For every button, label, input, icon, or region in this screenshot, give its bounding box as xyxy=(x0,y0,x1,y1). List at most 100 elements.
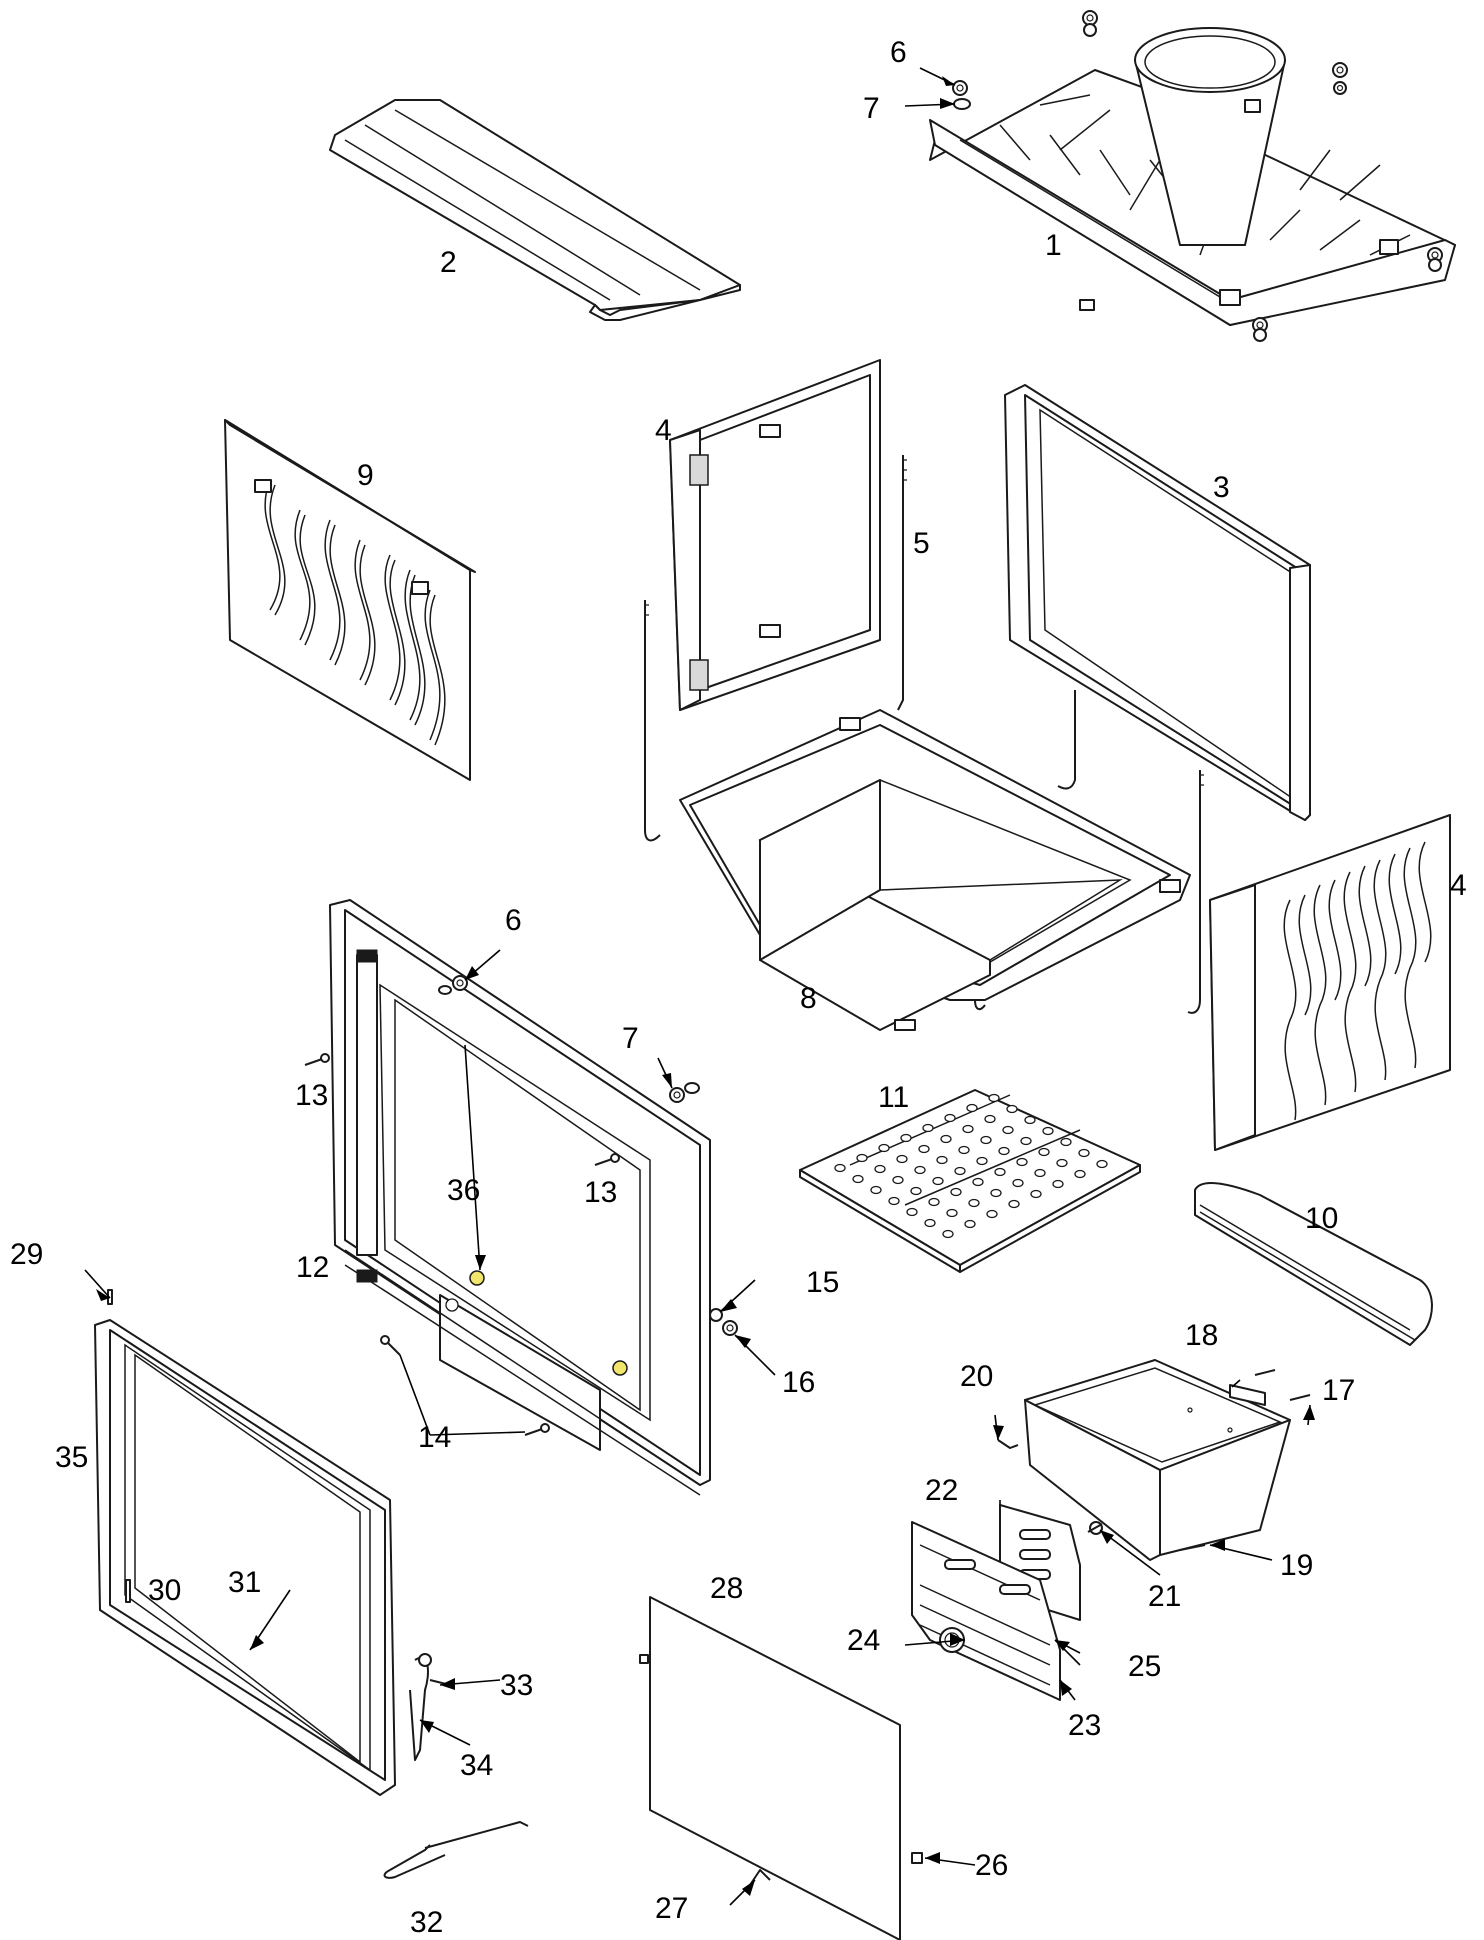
part-firebox-base xyxy=(679,709,1191,1031)
grate-hole xyxy=(946,1208,958,1218)
grate-hole xyxy=(998,1146,1010,1156)
callout-29: 29 xyxy=(10,1238,43,1271)
callout-4-right-panel: 4 xyxy=(1450,869,1467,902)
grate-hole xyxy=(1012,1178,1024,1188)
grate-hole xyxy=(852,1174,864,1184)
callout-15: 15 xyxy=(806,1266,839,1299)
screw-13-right xyxy=(594,1153,620,1166)
callout-23: 23 xyxy=(1068,1709,1101,1742)
grate-hole xyxy=(1016,1157,1028,1167)
grate-hole xyxy=(932,1176,944,1186)
callout-9: 9 xyxy=(357,459,374,492)
grate-hole xyxy=(874,1164,886,1174)
clip-27 xyxy=(749,1869,771,1886)
grate-hole xyxy=(1078,1148,1090,1158)
grate-hole xyxy=(1030,1189,1042,1199)
grate-hole xyxy=(834,1163,846,1173)
grate-hole xyxy=(972,1177,984,1187)
grate-hole xyxy=(950,1187,962,1197)
rivet-17 xyxy=(1254,1369,1311,1401)
grate-hole xyxy=(900,1133,912,1143)
grate-hole xyxy=(984,1114,996,1124)
part-side-window-frame xyxy=(1004,384,1311,821)
callout-labels: 1 2 3 4 4 5 6 6 7 7 8 9 10 11 12 13 13 1… xyxy=(10,36,1467,1939)
callout-28: 28 xyxy=(710,1572,743,1605)
hinge-33 xyxy=(409,1653,432,1761)
callout-13-left: 13 xyxy=(295,1079,328,1112)
clip-26 xyxy=(911,1852,923,1864)
callout-35: 35 xyxy=(55,1441,88,1474)
grate-hole xyxy=(1038,1147,1050,1157)
leader-arrowheads xyxy=(96,76,1315,1896)
grate-hole xyxy=(1002,1125,1014,1135)
handle-32 xyxy=(383,1821,529,1879)
grate-hole xyxy=(888,1196,900,1206)
part-front-frame xyxy=(329,899,711,1496)
part-door xyxy=(94,1319,396,1796)
callout-2: 2 xyxy=(440,246,457,279)
grate-hole xyxy=(856,1153,868,1163)
rivet-20 xyxy=(997,1439,1019,1449)
grate-hole xyxy=(980,1135,992,1145)
pin-19-rivet xyxy=(1179,1544,1206,1551)
callout-21: 21 xyxy=(1148,1580,1181,1613)
grate-hole xyxy=(878,1143,890,1153)
callout-8: 8 xyxy=(800,982,817,1015)
grate-hole xyxy=(1052,1179,1064,1189)
callout-26: 26 xyxy=(975,1849,1008,1882)
bolt-21 xyxy=(1087,1521,1103,1535)
part-side-panel-right-wavy xyxy=(1209,814,1451,1151)
grate-hole xyxy=(962,1124,974,1134)
callout-5: 5 xyxy=(913,527,930,560)
screw-14-b xyxy=(524,1423,550,1436)
callout-12: 12 xyxy=(296,1251,329,1284)
callout-10: 10 xyxy=(1305,1202,1338,1235)
grate-hole xyxy=(988,1093,1000,1103)
grommet-36 xyxy=(469,1270,628,1376)
grate-hole xyxy=(968,1198,980,1208)
grate-hole xyxy=(1060,1137,1072,1147)
grate-hole xyxy=(1096,1159,1108,1169)
callout-6-frame: 6 xyxy=(505,904,522,937)
grate-hole xyxy=(1024,1115,1036,1125)
screw-14-a xyxy=(380,1335,401,1356)
grate-hole xyxy=(922,1123,934,1133)
grate-hole xyxy=(918,1144,930,1154)
grate-hole xyxy=(870,1185,882,1195)
callout-11: 11 xyxy=(878,1081,909,1114)
grate-hole xyxy=(986,1209,998,1219)
grate-hole xyxy=(914,1165,926,1175)
callout-19: 19 xyxy=(1280,1549,1313,1582)
grate-hole xyxy=(896,1154,908,1164)
grate-hole xyxy=(1020,1136,1032,1146)
part-top-plate-with-flue-collar xyxy=(929,10,1456,342)
callout-30: 30 xyxy=(148,1574,181,1607)
callout-7-top: 7 xyxy=(863,92,880,125)
grate-hole xyxy=(892,1175,904,1185)
grate-hole xyxy=(940,1134,952,1144)
damper-plate-23 xyxy=(911,1521,1061,1701)
grate-hole xyxy=(964,1219,976,1229)
grate-hole xyxy=(966,1103,978,1113)
washer-7-top xyxy=(953,98,971,110)
callout-31: 31 xyxy=(228,1566,261,1599)
grate-hole xyxy=(944,1113,956,1123)
pin-30 xyxy=(125,1579,131,1603)
screw-13-left xyxy=(304,1053,330,1066)
callout-24: 24 xyxy=(847,1624,880,1657)
callout-6-top: 6 xyxy=(890,36,907,69)
grate-hole xyxy=(1074,1169,1086,1179)
part-grate xyxy=(799,1089,1141,1273)
grate-hole xyxy=(994,1167,1006,1177)
nut-7-frame xyxy=(669,1082,700,1103)
part-front-lip xyxy=(1194,1182,1433,1346)
grate-hole xyxy=(924,1218,936,1228)
nut-6-frame xyxy=(438,975,468,995)
callout-27: 27 xyxy=(655,1892,688,1925)
callout-3: 3 xyxy=(1213,471,1230,504)
grate-hole xyxy=(942,1229,954,1239)
grate-hole xyxy=(1042,1126,1054,1136)
part-flame-back-panel xyxy=(224,419,476,781)
callout-7-frame: 7 xyxy=(622,1022,639,1055)
